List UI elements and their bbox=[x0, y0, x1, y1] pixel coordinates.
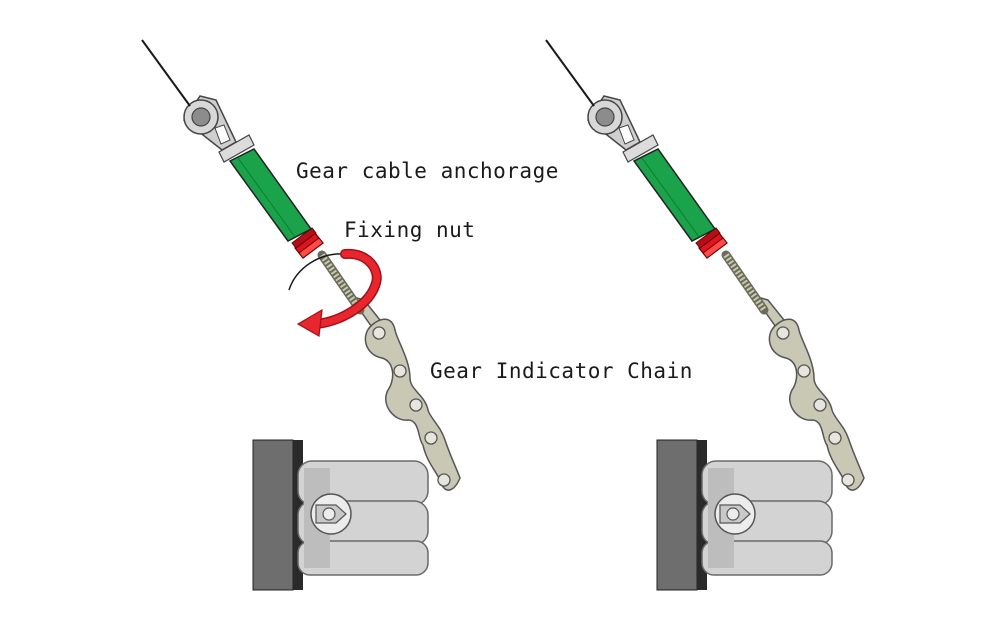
fixing-nut-label: Fixing nut bbox=[344, 218, 476, 242]
gear-cable-anchorage-label: Gear cable anchorage bbox=[296, 159, 559, 183]
curved-arrow-icon bbox=[288, 248, 382, 337]
gear-indicator-chain-label: Gear Indicator Chain bbox=[430, 359, 693, 383]
right-assembly bbox=[546, 40, 864, 590]
left-assembly bbox=[142, 40, 460, 590]
